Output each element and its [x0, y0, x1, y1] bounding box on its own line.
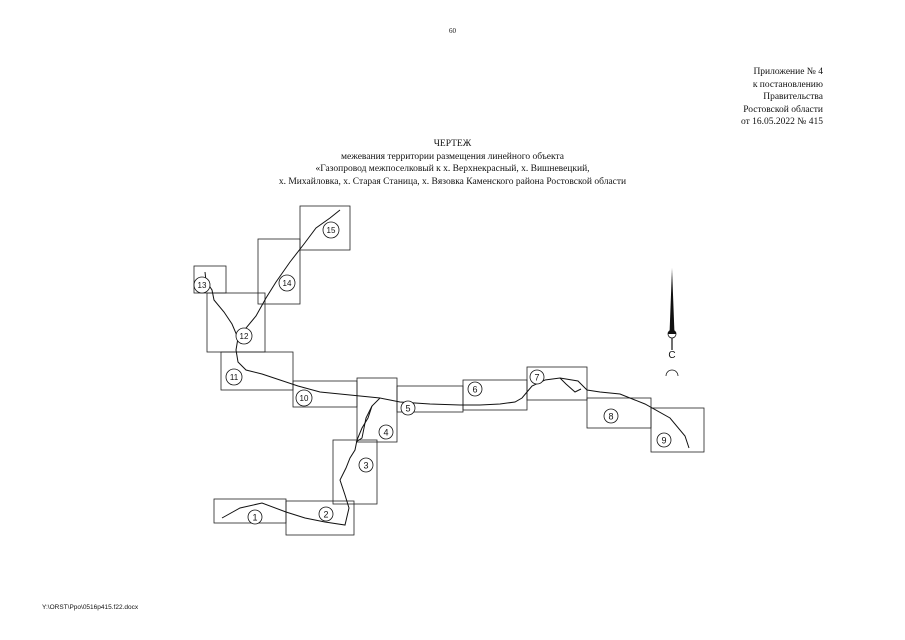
sheet-label-10: 10 — [295, 389, 313, 407]
label-circle — [358, 457, 374, 473]
sheet-number: 3 — [363, 461, 368, 471]
label-circle — [400, 400, 416, 416]
sheet-number: 12 — [240, 332, 249, 341]
file-path: Y:\ORST\Ppo\0516p415.f22.docx — [42, 604, 139, 611]
label-circle — [529, 369, 545, 385]
sheet-number: 1 — [252, 513, 257, 523]
sheet-box-7 — [526, 366, 588, 401]
label-circle — [225, 368, 243, 386]
sheet-label-9: 9 — [656, 432, 672, 448]
label-circle — [318, 506, 334, 522]
sheet-number: 8 — [608, 412, 613, 422]
sheet-number: 11 — [230, 373, 239, 382]
appendix-line: Ростовской области — [743, 104, 823, 115]
north-label: С — [668, 350, 675, 361]
sheet-label-13: 13 — [193, 276, 211, 294]
sheet-label-4: 4 — [378, 424, 394, 440]
sheet-box-14 — [257, 238, 301, 305]
sheet-label-15: 15 — [322, 221, 340, 239]
label-circle — [603, 408, 619, 424]
sheet-number: 5 — [405, 404, 410, 414]
sheet-label-14: 14 — [278, 274, 296, 292]
sheet-number: 14 — [283, 279, 292, 288]
document-title: ЧЕРТЕЖ межевания территории размещения л… — [0, 138, 905, 188]
sheet-number: 2 — [323, 510, 328, 520]
sheet-label-6: 6 — [467, 381, 483, 397]
north-arrow-pivot-half — [668, 330, 676, 334]
sheet-box-2 — [285, 500, 355, 536]
sheet-box-10 — [292, 380, 358, 408]
sheet-label-11: 11 — [225, 368, 243, 386]
sheet-number: 4 — [383, 428, 388, 438]
sheet-number: 6 — [472, 385, 477, 395]
sheet-number: 10 — [300, 394, 309, 403]
label-circle — [467, 381, 483, 397]
title-line: «Газопровод межпоселковый к х. Верхнекра… — [315, 164, 590, 174]
route-spur-4 — [355, 405, 373, 443]
sheet-box-3 — [332, 439, 378, 505]
sheet-label-3: 3 — [358, 457, 374, 473]
sheet-number: 7 — [534, 373, 539, 383]
label-circle — [322, 221, 340, 239]
appendix-line: от 16.05.2022 № 415 — [741, 117, 823, 127]
label-circle — [656, 432, 672, 448]
route-spur-7 — [559, 377, 582, 393]
page-number: 60 — [449, 27, 456, 35]
north-arrow-arc — [665, 369, 679, 377]
label-circle — [193, 276, 211, 294]
sheet-box-15 — [299, 205, 351, 251]
sheet-label-5: 5 — [400, 400, 416, 416]
title-heading: ЧЕРТЕЖ — [433, 139, 472, 149]
sheet-label-2: 2 — [318, 506, 334, 522]
label-circle — [278, 274, 296, 292]
sheet-label-12: 12 — [235, 327, 253, 345]
appendix-line: Правительства — [763, 92, 823, 102]
label-circle — [235, 327, 253, 345]
route-branch-15 — [236, 209, 341, 341]
label-circle — [247, 509, 263, 525]
sheet-box-9 — [650, 407, 705, 453]
label-circle — [295, 389, 313, 407]
title-line: х. Михайловка, х. Старая Станица, х. Вяз… — [278, 176, 627, 187]
label-circle — [378, 424, 394, 440]
route-main — [221, 377, 690, 526]
appendix-line: к постановлению — [752, 79, 823, 90]
sheet-number: 9 — [661, 436, 666, 446]
sheet-label-7: 7 — [529, 369, 545, 385]
pipeline-route — [204, 209, 690, 526]
north-arrow-icon: С — [665, 268, 679, 377]
title-line: межевания территории размещения линейног… — [341, 151, 564, 162]
north-arrow-needle — [669, 268, 675, 334]
route-north — [204, 271, 381, 399]
sheet-box-13 — [193, 265, 227, 294]
sheet-label-8: 8 — [603, 408, 619, 424]
sheet-number: 13 — [198, 281, 207, 290]
sheet-label-1: 1 — [247, 509, 263, 525]
appendix-note: Приложение № 4 к постановлению Правитель… — [673, 66, 823, 129]
sheet-boxes — [193, 205, 705, 536]
sheet-labels: 1 2 3 4 5 6 7 8 — [193, 221, 672, 525]
sheet-number: 15 — [327, 226, 336, 235]
appendix-line: Приложение № 4 — [753, 67, 823, 77]
